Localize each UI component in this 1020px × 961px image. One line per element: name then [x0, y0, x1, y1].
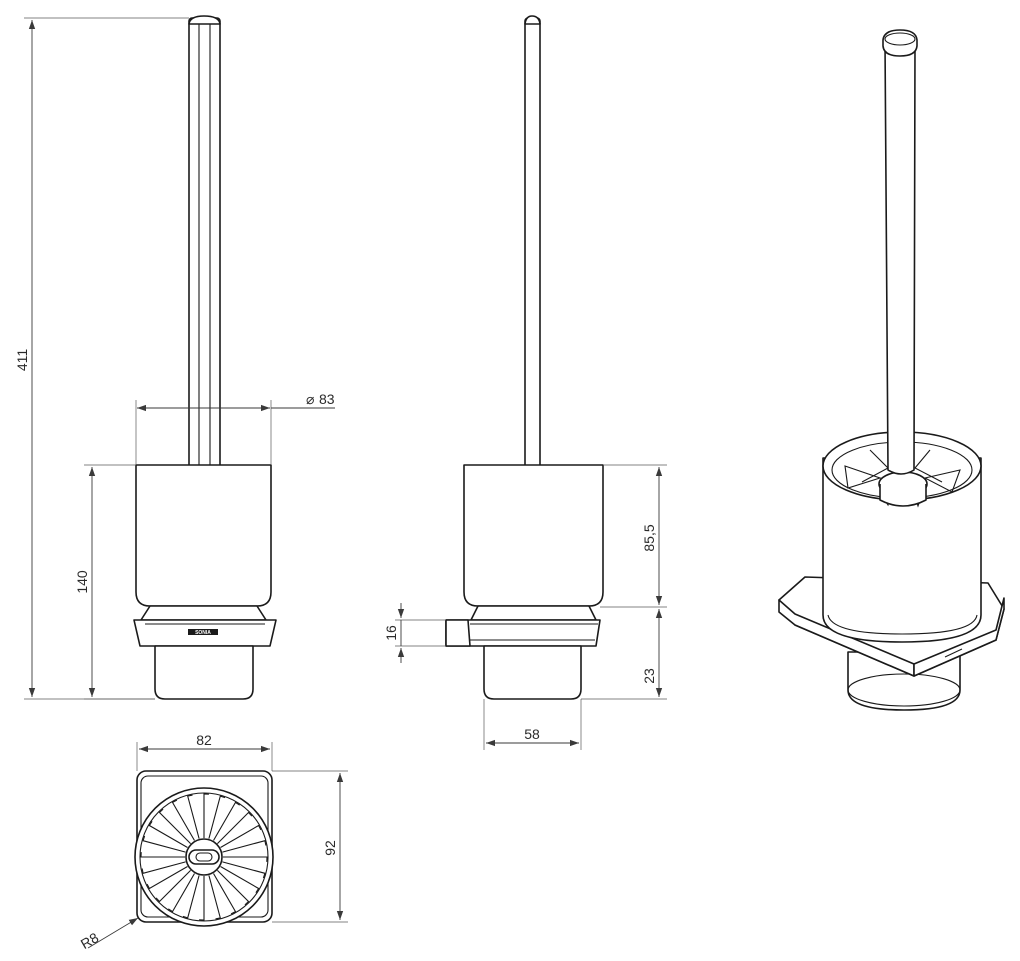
bristle: [220, 824, 262, 848]
logo-badge-text: SONIA: [195, 630, 211, 636]
side-view: [445, 15, 604, 700]
dim-total-height: 411: [14, 349, 30, 372]
iso-brush-head: [844, 449, 961, 508]
front-container: [135, 464, 272, 607]
side-brush-handle: [524, 17, 541, 471]
dim-plate-thickness: 16: [383, 625, 399, 641]
bristle: [222, 861, 266, 879]
dim-plate-width: 82: [196, 732, 212, 748]
front-lower-holder: [154, 645, 254, 700]
bristle: [146, 866, 188, 890]
bristle: [142, 835, 186, 853]
dim-cup-width: 58: [524, 726, 540, 742]
bristle: [208, 795, 226, 839]
bristle: [208, 875, 221, 920]
brush-bristles: [140, 793, 268, 921]
front-brush-handle: [188, 17, 221, 471]
isometric-view: [778, 29, 1005, 711]
bristle: [168, 873, 195, 913]
logo-badge: [188, 629, 218, 635]
dim-container-height: 85,5: [641, 524, 657, 551]
side-dimensions: 85,5 23 16 58: [383, 464, 667, 750]
dim-diameter-symbol: ⌀: [306, 391, 314, 407]
side-lower-holder: [483, 645, 582, 700]
top-handle-cap: [188, 849, 220, 865]
bristle: [217, 870, 250, 906]
bristle: [140, 852, 185, 858]
dim-diameter: 83: [319, 391, 335, 407]
bristle: [213, 801, 240, 841]
dim-plate-depth: 92: [322, 840, 338, 856]
bristle: [158, 808, 191, 844]
side-container: [463, 464, 604, 607]
dim-corner-radius: R8: [78, 929, 102, 952]
bristle: [223, 856, 268, 862]
bristle: [171, 799, 195, 841]
bristle: [199, 876, 205, 921]
bristle: [182, 875, 200, 919]
bristle: [187, 794, 200, 839]
bristle: [222, 840, 267, 853]
bristle: [220, 866, 260, 893]
iso-container: [822, 457, 982, 643]
bristle: [148, 821, 188, 848]
dim-bottom-height: 23: [641, 668, 657, 684]
front-view: SONIA: [133, 15, 277, 700]
bristle: [155, 870, 191, 903]
front-dimensions: 411 ⌀ 83 140: [14, 17, 335, 700]
bristle: [217, 811, 253, 844]
bristle: [141, 861, 186, 874]
dim-holder-height: 140: [74, 570, 90, 594]
bristle: [203, 793, 209, 838]
bristle: [213, 873, 237, 915]
top-dimensions: 82 92 R8: [78, 732, 348, 952]
top-view: [134, 770, 274, 927]
iso-brush-handle: [884, 41, 916, 475]
